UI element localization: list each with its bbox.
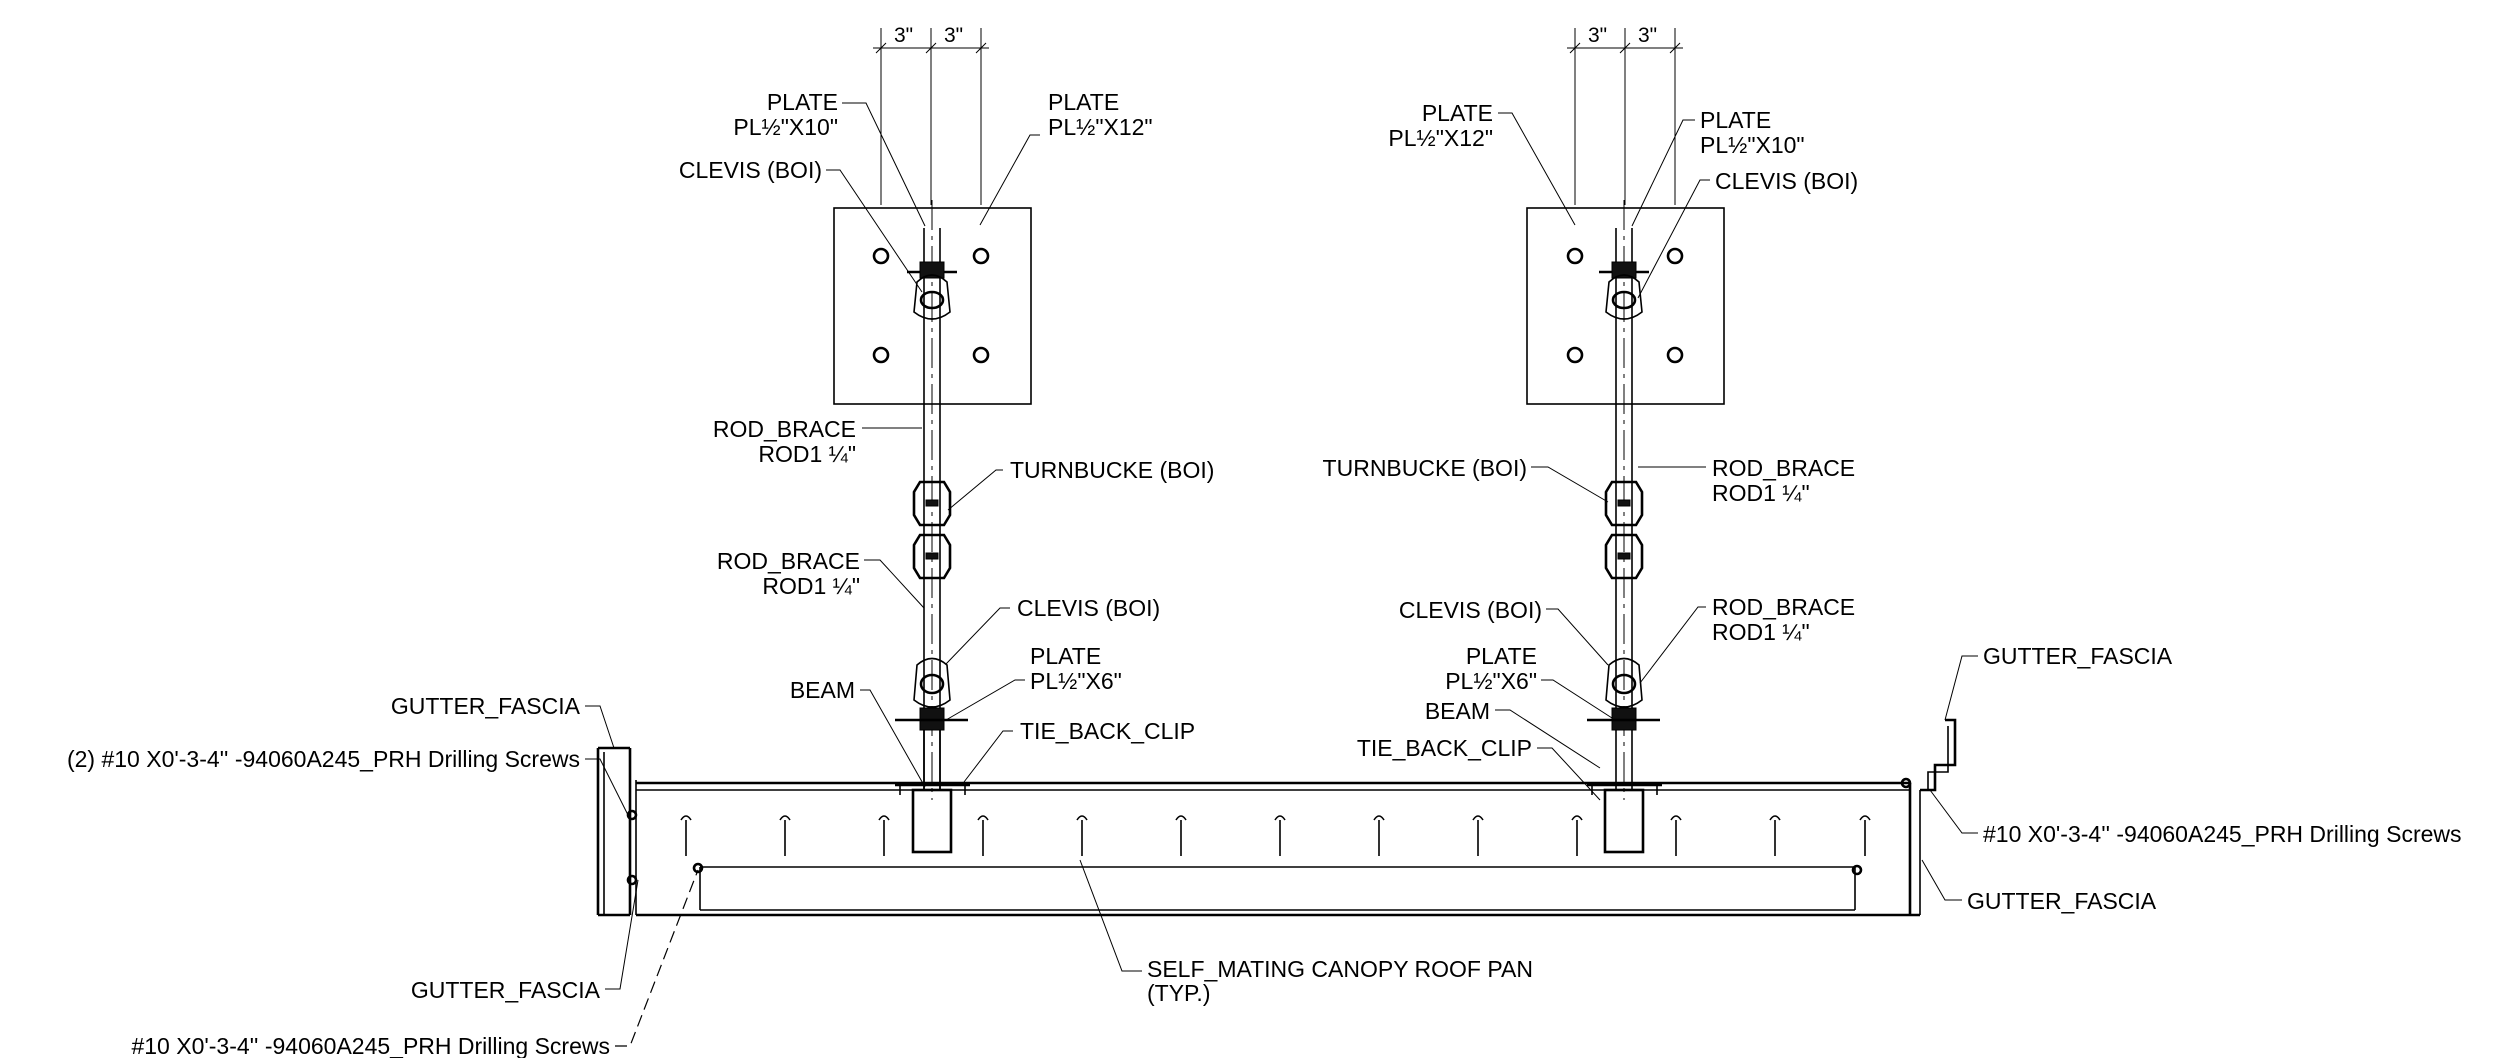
label-right-plate-b-title: PLATE [1700,107,1771,133]
label-right-plate-b-size: PL½"X10" [1700,132,1805,158]
dim-left-a: 3" [894,24,913,47]
right-anchor-bolts [1566,247,1684,364]
label-left-beam: BEAM [790,677,855,703]
label-roof-pan-line1: SELF_MATING CANOPY ROOF PAN [1147,956,1533,982]
label-screws-right: #10 X0'-3-4'' -94060A245_PRH Drilling Sc… [1983,821,2462,847]
label-left-plate-b-size: PL½"X12" [1048,114,1153,140]
label-gutter-fascia-right-top: GUTTER_FASCIA [1983,643,2173,669]
left-lower-clevis [895,657,968,790]
left-dimension: 3" 3" [873,24,989,205]
left-anchor-bolts [872,247,990,364]
label-left-rod-brace-1-size: ROD1 ¼" [758,441,856,467]
right-gutter-fascia [1900,718,1957,915]
label-left-plate-a-size: PL½"X10" [733,114,838,140]
label-gutter-fascia-left-bottom: GUTTER_FASCIA [411,977,601,1003]
label-left-rod-brace-2-title: ROD_BRACE [717,548,860,574]
roof-pan-ribs [680,815,1871,876]
label-left-turnbuckle: TURNBUCKE (BOI) [1010,457,1214,483]
label-right-tie-back-clip: TIE_BACK_CLIP [1357,735,1532,761]
label-left-rod-brace-2-size: ROD1 ¼" [762,573,860,599]
right-rod-brace [1599,200,1649,800]
right-lower-clevis [1587,657,1660,731]
right-base-plate [1526,207,1725,405]
label-left-rod-brace-1-title: ROD_BRACE [713,416,856,442]
dim-right-a: 3" [1588,24,1607,47]
canopy-section [596,718,1957,917]
right-brace-assembly: 3" 3" [1526,24,1725,854]
label-right-plate-a-title: PLATE [1422,100,1493,126]
label-screws-left-bottom: #10 X0'-3-4'' -94060A245_PRH Drilling Sc… [131,1033,610,1058]
left-tie-back-clip [895,783,970,854]
label-left-clevis-bottom: CLEVIS (BOI) [1017,595,1160,621]
label-screws-left-top: (2) #10 X0'-3-4'' -94060A245_PRH Drillin… [67,746,580,772]
dim-right-b: 3" [1638,24,1657,47]
label-left-clevis-top: CLEVIS (BOI) [679,157,822,183]
labels: PLATE PL½"X10" PLATE PL½"X12" CLEVIS (BO… [67,89,2462,1058]
label-left-plate-b-title: PLATE [1048,89,1119,115]
right-dimension: 3" 3" [1567,24,1683,205]
label-right-clevis-bottom: CLEVIS (BOI) [1399,597,1542,623]
label-roof-pan-line2: (TYP.) [1147,980,1210,1006]
label-left-plate-a-title: PLATE [767,89,838,115]
label-right-clevis-top: CLEVIS (BOI) [1715,168,1858,194]
label-right-rod-brace-1-title: ROD_BRACE [1712,455,1855,481]
label-right-plate-a-size: PL½"X12" [1388,125,1493,151]
left-gutter-fascia [596,746,638,917]
left-brace-assembly: 3" 3" [833,24,1032,854]
label-right-rod-brace-2-title: ROD_BRACE [1712,594,1855,620]
right-turnbuckle [1604,480,1644,580]
label-right-beam: BEAM [1425,698,1490,724]
label-left-tie-back-clip: TIE_BACK_CLIP [1020,718,1195,744]
label-gutter-fascia-right-bottom: GUTTER_FASCIA [1967,888,2157,914]
leader-lines [585,102,1978,1047]
left-turnbuckle [912,480,952,580]
label-right-plate-c-title: PLATE [1466,643,1537,669]
label-gutter-fascia-left-top: GUTTER_FASCIA [391,693,581,719]
label-right-rod-brace-1-size: ROD1 ¼" [1712,480,1810,506]
right-tie-back-clip [1587,783,1662,854]
label-right-plate-c-size: PL½"X6" [1445,668,1537,694]
label-left-plate-c-size: PL½"X6" [1030,668,1122,694]
label-left-plate-c-title: PLATE [1030,643,1101,669]
label-right-rod-brace-2-size: ROD1 ¼" [1712,619,1810,645]
label-right-turnbuckle: TURNBUCKE (BOI) [1323,455,1527,481]
dim-left-b: 3" [944,24,963,47]
